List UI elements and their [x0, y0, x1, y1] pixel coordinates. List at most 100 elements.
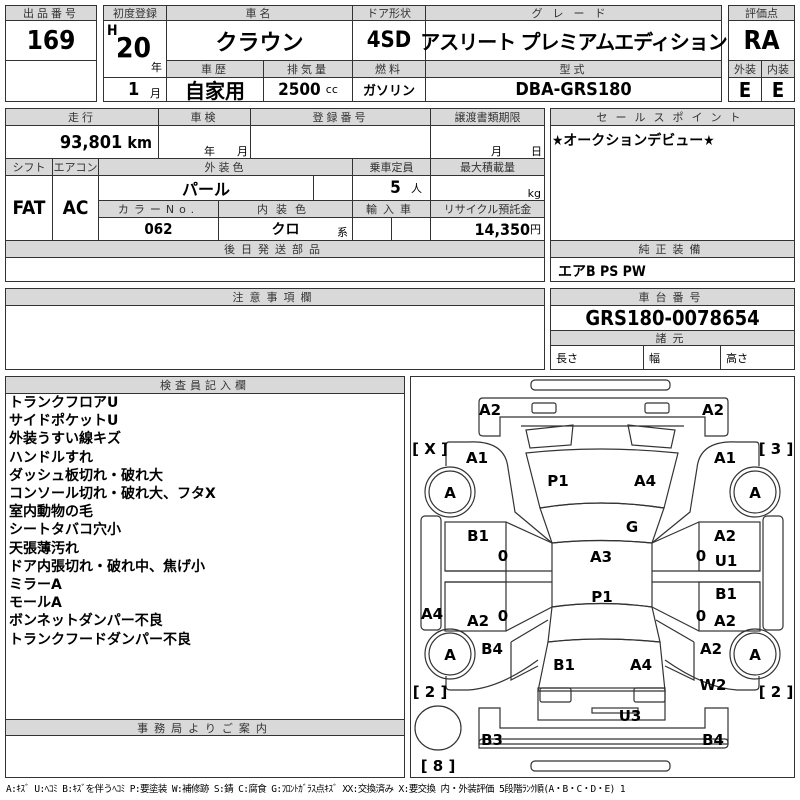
damage-mark: B4: [481, 640, 503, 658]
list-item: トランクフードダンパー不良: [9, 631, 191, 648]
damage-mark: B1: [715, 585, 737, 603]
inspector-list: トランクフロアU サイドポケットU 外装うすい線キズ ハンドルすれ ダッシュ板切…: [9, 394, 216, 649]
damage-mark: A1: [466, 449, 488, 467]
notes-label: 注意事項欄: [5, 288, 545, 306]
transfer-label: 譲渡書類期限: [430, 108, 545, 126]
office-label: 事務局よりご案内: [5, 719, 405, 736]
model-code: DBA-GRS180: [425, 77, 722, 102]
glass-mark: [ 2 ]: [413, 683, 448, 701]
pillar-mark: 0: [696, 607, 706, 625]
recycle-value: 14,350: [474, 219, 530, 239]
list-item: シートタバコ穴小: [9, 522, 121, 539]
glass-mark: [ 8 ]: [421, 757, 456, 775]
capacity-value: 5: [390, 178, 401, 198]
damage-mark: P1: [591, 588, 612, 606]
yen-unit: 円: [530, 223, 541, 236]
damage-mark: B3: [481, 731, 503, 749]
int-score-label: 内装: [761, 60, 795, 78]
damage-mark: A2: [714, 527, 736, 545]
pillar-marks: 0 0 0 0: [498, 547, 706, 625]
damage-mark: A1: [714, 449, 736, 467]
list-item: ハンドルすれ: [9, 449, 93, 466]
tr-day-unit: 日: [531, 145, 542, 158]
displacement: 2500 cc: [263, 77, 353, 102]
glass-marks: [ X ] [ 3 ] [ 2 ] [ 2 ] [ 8 ]: [412, 440, 793, 775]
glass-mark: [ 2 ]: [759, 683, 794, 701]
damage-mark: U1: [715, 552, 738, 570]
reg-month: 1: [128, 79, 140, 100]
era: H: [107, 23, 118, 39]
damage-mark: A4: [634, 472, 656, 490]
history: 自家用: [166, 77, 264, 103]
mileage-value: 93,801: [59, 131, 123, 153]
damage-diagram: [410, 376, 795, 778]
list-item: サイドポケットU: [9, 413, 119, 430]
equipment-label: 純正装備: [550, 240, 795, 258]
inspection-label: 車検: [158, 108, 251, 126]
list-item: ボンネットダンパー不良: [9, 613, 163, 630]
damage-mark: A4: [630, 656, 652, 674]
wheel-mark: A: [444, 484, 456, 502]
damage-mark: G: [626, 518, 638, 536]
spare-tire: [414, 705, 462, 751]
list-item: 室内動物の毛: [9, 504, 93, 521]
later-parts-label: 後日発送部品: [5, 240, 545, 258]
glass-mark: [ 3 ]: [759, 440, 794, 458]
wheel-mark: A: [749, 646, 761, 664]
list-item: 天張薄汚れ: [9, 540, 79, 557]
overall-score: RA: [728, 20, 795, 61]
tr-month-unit: 月: [491, 145, 502, 158]
grade-label: グレード: [425, 5, 722, 21]
damage-mark: A2: [700, 640, 722, 658]
year-unit: 年: [151, 61, 162, 74]
month-unit: 月: [150, 87, 161, 100]
sales-point: ★オークションデビュー★: [552, 133, 715, 149]
int-color-unit: 系: [337, 226, 348, 239]
displacement-value: 2500: [278, 79, 321, 100]
height: 高さ: [720, 345, 795, 370]
pillar-mark: 0: [498, 607, 508, 625]
sales-point-label: セールスポイント: [550, 108, 795, 126]
damage-mark: B4: [702, 731, 724, 749]
int-color-value: クロ: [271, 222, 300, 238]
list-item: ドア内張切れ・破れ中、焦げ小: [9, 558, 205, 575]
equipment: エアB PS PW: [558, 264, 646, 280]
pillar-mark: 0: [498, 547, 508, 565]
damage-mark: A3: [590, 548, 612, 566]
damage-mark: A4: [421, 605, 443, 623]
damage-mark: P1: [547, 472, 568, 490]
list-item: ミラーA: [9, 577, 62, 594]
lot-box: [5, 5, 97, 102]
history-label: 車歴: [166, 60, 264, 78]
damage-mark: A2: [702, 401, 724, 419]
damage-mark: A2: [467, 612, 489, 630]
reg-year: 20: [116, 31, 152, 64]
list-item: ダッシュ板切れ・破れ大: [9, 467, 163, 484]
damage-marks: A2 A2 A1 A1 P1 A4 G B1 A3 A2 U1 P1 B1 A4…: [421, 401, 737, 749]
wheels: [414, 466, 781, 751]
damage-mark: W2: [700, 676, 727, 694]
list-item: トランクフロアU: [9, 395, 119, 411]
wheel-marks: A A A A: [444, 484, 761, 664]
glass-mark: [ X ]: [412, 440, 448, 458]
wheel-mark: A: [749, 484, 761, 502]
int-score: E: [761, 77, 795, 102]
chassis-label: 車台番号: [550, 288, 795, 306]
list-item: コンソール切れ・破れ大、フタX: [9, 486, 216, 503]
car-outline: [420, 379, 784, 772]
inspector-label: 検査員記入欄: [5, 376, 405, 394]
damage-mark: B1: [467, 527, 489, 545]
ext-score-label: 外装: [728, 60, 762, 78]
damage-mark: A2: [479, 401, 501, 419]
specs-label: 諸元: [550, 330, 795, 346]
displacement-label: 排気量: [263, 60, 353, 78]
legend: A:ｷｽﾞ U:ﾍｺﾐ B:ｷｽﾞを伴うﾍｺﾐ P:要塗装 W:補修跡 S:錆 …: [6, 784, 626, 795]
lot-label: 出品番号: [5, 5, 97, 21]
damage-mark: B1: [553, 656, 575, 674]
cc-unit: cc: [325, 83, 338, 96]
color-no-label: カラーNo.: [98, 200, 219, 218]
grade: アスリート プレミアムエディション: [420, 20, 728, 61]
car-name: クラウン: [166, 20, 353, 61]
insp-month-unit: 月: [237, 145, 248, 158]
